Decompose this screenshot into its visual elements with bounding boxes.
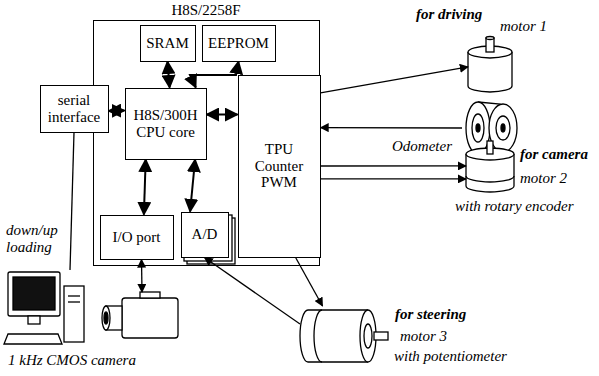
box-label: H8S/300H CPU core <box>128 107 204 140</box>
figure-label: with potentiometer <box>394 348 507 365</box>
bus-arrow <box>109 110 125 112</box>
signal-arrow <box>321 127 463 129</box>
memory-box: EEPROM <box>202 25 276 62</box>
motor-2-figure <box>466 141 514 192</box>
bus-arrow <box>168 62 170 88</box>
interface-box: serial interface <box>40 85 109 133</box>
chip-housing: H8S/2258FSRAMEEPROMserial interfaceH8S/3… <box>93 20 320 266</box>
port-box: I/O port <box>100 215 174 260</box>
bus-arrow <box>190 62 239 88</box>
motor-node: for drivingmotor 1 <box>468 36 512 92</box>
computer-figure <box>4 272 84 344</box>
signal-arrow <box>321 165 467 166</box>
odometer-node: Odometer <box>462 102 520 154</box>
figure-label: motor 1 <box>500 18 547 35</box>
bus-arrow <box>190 160 195 212</box>
motor-node: for steeringmotor 3with potentiometer <box>300 306 390 366</box>
box-label: serial interface <box>43 92 106 125</box>
signal-arrow <box>321 178 467 179</box>
memory-box: SRAM <box>140 25 196 62</box>
box-label: I/O port <box>113 229 161 246</box>
cable-line <box>70 133 74 271</box>
figure-label: Odometer <box>392 138 452 155</box>
figure-label: for camera <box>520 146 588 163</box>
signal-arrow <box>321 67 469 93</box>
cpu-box: H8S/300H CPU core <box>125 88 207 160</box>
figure-label: 1 kHz CMOS camera <box>8 352 136 369</box>
camera-figure <box>102 292 178 338</box>
motor-node: for cameramotor 2with rotary encoder <box>466 140 514 194</box>
figure-label: motor 3 <box>400 328 447 345</box>
odometer-figure <box>466 102 517 154</box>
bus-arrow <box>144 160 146 215</box>
figure-label: for driving <box>416 6 482 23</box>
figure-label: H8S/2258F <box>171 2 240 19</box>
bus-arrow <box>207 114 238 116</box>
signal-arrow <box>141 260 143 293</box>
converter-box: A/D <box>181 212 229 258</box>
box-label: EEPROM <box>208 35 269 52</box>
box-label: A/D <box>192 226 218 243</box>
motor-1-figure <box>468 37 512 93</box>
figure-label: down/up loading <box>6 222 66 255</box>
timer-box: TPU Counter PWM <box>238 75 321 258</box>
figure-label: with rotary encoder <box>455 198 574 215</box>
box-label: TPU Counter PWM <box>241 141 318 191</box>
figure-label: for steering <box>395 306 466 323</box>
figure-label: motor 2 <box>520 170 567 187</box>
signal-arrow <box>296 258 323 307</box>
motor-3-figure <box>300 310 388 362</box>
computer-node: down/up loading <box>6 270 86 348</box>
box-label: SRAM <box>146 35 189 52</box>
camera-node: 1 kHz CMOS camera <box>100 292 184 342</box>
signal-arrow <box>205 258 301 325</box>
